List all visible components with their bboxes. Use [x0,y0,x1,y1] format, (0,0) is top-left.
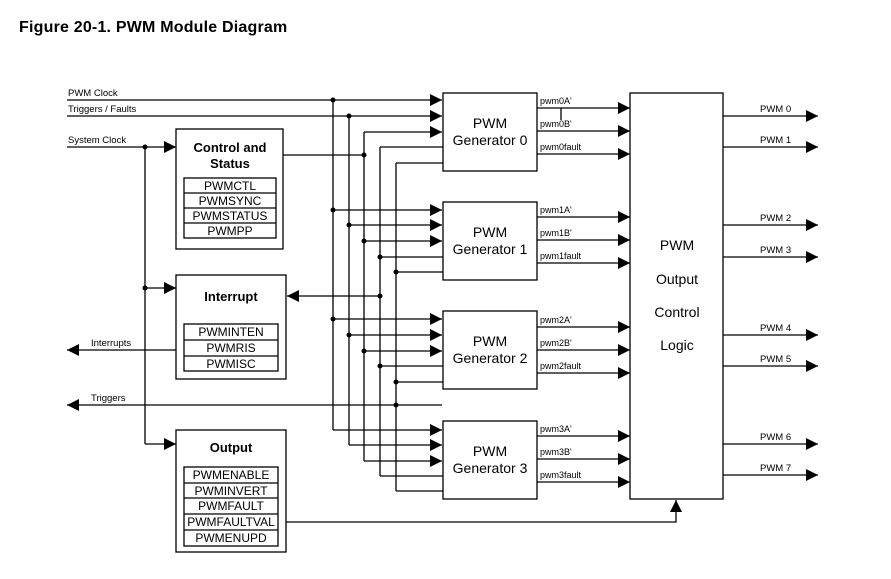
register-pwmpp: PWMPP [207,224,252,238]
system-clock-label: System Clock [68,135,126,146]
register-pwmenable: PWMENABLE [193,468,270,482]
output-logic-line-4: Logic [660,337,693,353]
register-pwminvert: PWMINVERT [194,484,268,498]
register-pwminten: PWMINTEN [198,325,263,339]
interrupts-label: Interrupts [91,338,131,349]
register-pwmisc: PWMISC [206,357,256,371]
control-status-block: Control and Status PWMCTL PWMSYNC PWMSTA… [175,128,284,250]
pwm-6-label: PWM 6 [760,432,791,443]
triggers-out-label: Triggers [91,393,126,404]
generator-1-title-1: PWM [473,224,507,240]
signal-pwm1fault: pwm1fault [540,251,582,261]
signal-pwm2b: pwm2B' [540,338,572,348]
output-logic-line-2: Output [656,271,698,287]
pwm-2-label: PWM 2 [760,213,791,224]
pwm-7-label: PWM 7 [760,463,791,474]
register-pwmstatus: PWMSTATUS [193,209,268,223]
output-logic-line-3: Control [654,304,699,320]
output-logic-line-1: PWM [660,237,694,253]
generator-2-title-2: Generator 2 [453,350,528,366]
pwm-1-label: PWM 1 [760,135,791,146]
control-status-title-1: Control and [194,140,267,155]
signal-pwm2fault: pwm2fault [540,361,582,371]
generator-0-title-1: PWM [473,115,507,131]
pwm-0-label: PWM 0 [760,104,791,115]
generator-2-title-1: PWM [473,333,507,349]
signal-pwm3a: pwm3A' [540,424,572,434]
register-pwmfault: PWMFAULT [198,499,264,513]
signal-pwm1b: pwm1B' [540,228,572,238]
signal-pwm2a: pwm2A' [540,315,572,325]
generator-3-title-1: PWM [473,443,507,459]
pwm-3-label: PWM 3 [760,245,791,256]
interrupt-block: Interrupt PWMINTEN PWMRIS PWMISC [175,274,287,380]
generator-3: PWM Generator 3 [442,420,538,500]
signal-pwm0a: pwm0A' [540,96,572,106]
generator-2: PWM Generator 2 [442,310,538,390]
output-block: Output PWMENABLE PWMINVERT PWMFAULT PWMF… [175,429,287,553]
generator-0: PWM Generator 0 [442,92,538,172]
generator-1-title-2: Generator 1 [453,241,528,257]
signal-pwm1a: pwm1A' [540,205,572,215]
signal-pwm0b: pwm0B' [540,119,572,129]
register-pwmsync: PWMSYNC [199,194,262,208]
signal-pwm0fault: pwm0fault [540,142,582,152]
generator-0-title-2: Generator 0 [453,132,528,148]
pwm-5-label: PWM 5 [760,354,791,365]
register-pwmenupd: PWMENUPD [195,531,267,545]
signal-pwm3fault: pwm3fault [540,470,582,480]
register-pwmctl: PWMCTL [204,179,256,193]
pwm-4-label: PWM 4 [760,323,791,334]
generator-signals: pwm0A' pwm0B' pwm0fault pwm1A' pwm1B' pw… [537,96,630,488]
interrupt-title: Interrupt [204,289,258,304]
generator-bus [283,97,443,492]
system-clock-bus [142,144,176,450]
register-pwmfaultval: PWMFAULTVAL [187,515,275,529]
register-pwmris: PWMRIS [206,341,255,355]
signal-pwm3b: pwm3B' [540,447,572,457]
control-status-title-2: Status [210,156,250,171]
output-control-wire [286,500,682,523]
output-title: Output [210,440,253,455]
pwm-clock-label: PWM Clock [68,88,118,99]
generator-1: PWM Generator 1 [442,201,538,281]
generator-3-title-2: Generator 3 [453,460,528,476]
output-control-logic-block: PWM Output Control Logic [629,92,724,500]
triggers-faults-label: Triggers / Faults [68,104,137,115]
figure-title: Figure 20-1. PWM Module Diagram [19,19,288,36]
pwm-outputs: PWM 0 PWM 1 PWM 2 PWM 3 PWM 4 PWM 5 PWM … [723,104,818,481]
